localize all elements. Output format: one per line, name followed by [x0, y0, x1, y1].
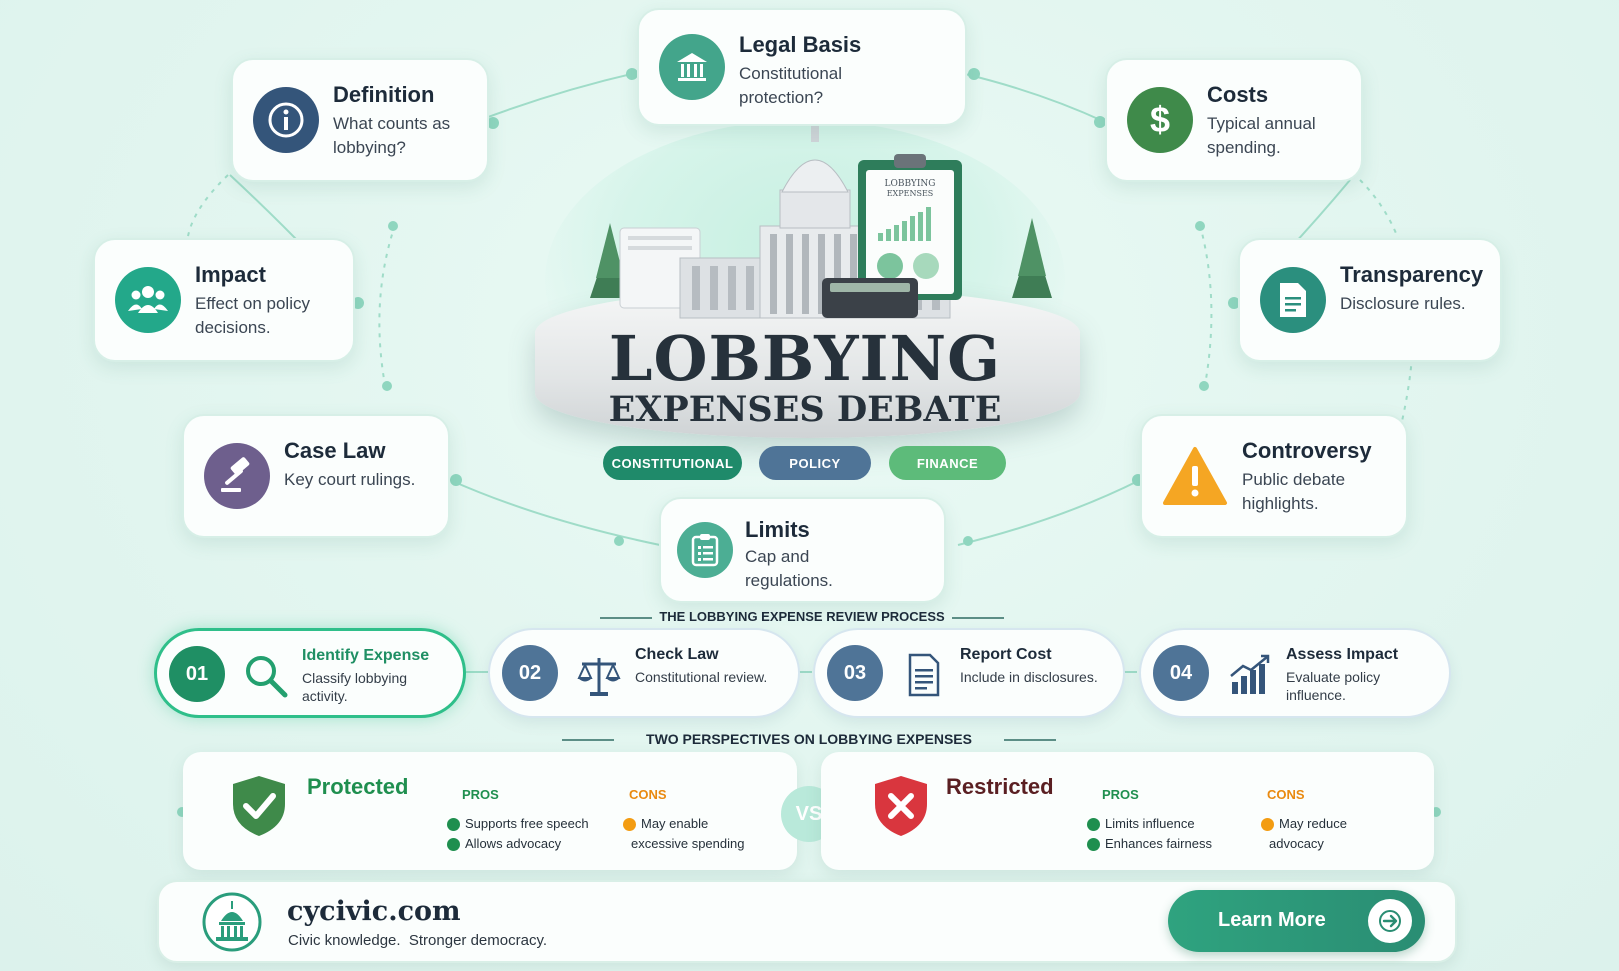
- cons-label: CONS: [1267, 787, 1305, 802]
- perspective-protected: Protected PROS CONS Supports free speech…: [183, 752, 797, 870]
- dollar-icon: $: [1127, 87, 1193, 153]
- people-icon: [115, 267, 181, 333]
- card-title: Transparency: [1340, 262, 1484, 287]
- minus-icon: [623, 818, 636, 831]
- card-title: Case Law: [284, 438, 386, 463]
- cons-label: CONS: [629, 787, 667, 802]
- gavel-icon: [204, 443, 270, 509]
- hero-title: LOBBYING: [608, 322, 1002, 395]
- process-step-1[interactable]: 01 Identify Expense Classify lobbying ac…: [154, 628, 466, 718]
- card-legal-basis[interactable]: Legal Basis Constitutional protection?: [637, 8, 967, 126]
- card-title: Limits: [745, 517, 810, 542]
- perspective-restricted: Restricted PROS CONS Limits influence En…: [821, 752, 1434, 870]
- learn-more-button[interactable]: Learn More: [1168, 890, 1425, 952]
- site-name[interactable]: cycivic.com: [287, 896, 461, 927]
- step-number: 02: [502, 645, 558, 701]
- process-step-2[interactable]: 02 Check Law Constitutional review.: [488, 628, 800, 718]
- step-number: 03: [827, 645, 883, 701]
- card-title: Costs: [1207, 82, 1269, 107]
- warning-icon: [1162, 443, 1228, 509]
- check-icon: [1087, 838, 1100, 851]
- check-icon: [447, 818, 460, 831]
- card-impact[interactable]: Impact Effect on policy decisions.: [93, 238, 355, 362]
- tagline: Civic knowledge. Stronger democracy.: [288, 932, 547, 949]
- report-icon: [908, 653, 940, 697]
- shield-check-icon: [233, 776, 285, 836]
- pro-item: Limits influence: [1105, 816, 1195, 831]
- card-definition[interactable]: Definition What counts as lobbying?: [231, 58, 489, 182]
- divider: [1004, 739, 1056, 741]
- con-item: excessive spending: [631, 836, 745, 851]
- shield-x-icon: [875, 776, 927, 836]
- check-icon: [1087, 818, 1100, 831]
- card-costs[interactable]: $ Costs Typical annual spending.: [1105, 58, 1363, 182]
- check-icon: [447, 838, 460, 851]
- clipboard-label-2: EXPENSES: [887, 189, 934, 198]
- info-icon: [253, 87, 319, 153]
- step-desc: Include in disclosures.: [960, 669, 1098, 685]
- card-case-law[interactable]: Case Law Key court rulings.: [182, 414, 450, 538]
- scales-icon: [577, 658, 621, 696]
- tag-constitutional[interactable]: CONSTITUTIONAL: [603, 446, 742, 480]
- step-title: Assess Impact: [1286, 646, 1399, 663]
- tag-finance[interactable]: FINANCE: [889, 446, 1006, 480]
- process-heading: THE LOBBYING EXPENSE REVIEW PROCESS: [659, 609, 945, 624]
- divider: [952, 617, 1004, 619]
- capitol-illustration: LOBBYING EXPENSES: [590, 108, 1052, 319]
- perspective-title: Restricted: [946, 774, 1054, 799]
- card-controversy[interactable]: Controversy Public debate highlights.: [1140, 414, 1408, 538]
- step-title: Identify Expense: [302, 647, 430, 664]
- learn-more-label: Learn More: [1218, 909, 1326, 931]
- pro-item: Allows advocacy: [465, 836, 562, 851]
- document-icon: [1260, 267, 1326, 333]
- step-desc: Classify lobbying activity.: [302, 670, 408, 704]
- card-desc: Key court rulings.: [284, 470, 416, 489]
- card-desc: Cap and regulations.: [745, 547, 833, 590]
- card-title: Definition: [333, 82, 435, 107]
- step-title: Report Cost: [960, 646, 1052, 663]
- step-desc: Constitutional review.: [635, 669, 768, 685]
- card-limits[interactable]: Limits Cap and regulations.: [659, 497, 946, 603]
- card-transparency[interactable]: Transparency Disclosure rules.: [1238, 238, 1502, 362]
- clipboard-label-1: LOBBYING: [885, 179, 936, 189]
- step-title: Check Law: [635, 646, 719, 663]
- growth-chart-icon: [1230, 654, 1270, 694]
- divider: [600, 617, 652, 619]
- con-item: May enable: [641, 816, 709, 831]
- divider: [562, 739, 614, 741]
- pro-item: Supports free speech: [465, 816, 589, 831]
- minus-icon: [1261, 818, 1274, 831]
- step-number: 01: [169, 646, 225, 702]
- checklist-icon: [677, 522, 733, 578]
- perspectives-heading: TWO PERSPECTIVES ON LOBBYING EXPENSES: [646, 731, 972, 747]
- pros-label: PROS: [1102, 787, 1139, 802]
- card-title: Controversy: [1242, 438, 1372, 463]
- step-desc: Evaluate policy influence.: [1286, 669, 1381, 703]
- hero-subtitle: EXPENSES DEBATE: [608, 389, 1002, 430]
- card-title: Legal Basis: [739, 32, 862, 57]
- card-desc: Effect on policy decisions.: [195, 294, 310, 337]
- card-desc: Public debate highlights.: [1242, 470, 1346, 513]
- capitol-logo-icon: [202, 892, 262, 952]
- card-desc: Disclosure rules.: [1340, 294, 1466, 313]
- process-step-3[interactable]: 03 Report Cost Include in disclosures.: [813, 628, 1125, 718]
- arrow-right-icon: [1368, 899, 1412, 943]
- process-step-4[interactable]: 04 Assess Impact Evaluate policy influen…: [1139, 628, 1451, 718]
- pro-item: Enhances fairness: [1105, 836, 1212, 851]
- card-desc: What counts as lobbying?: [333, 114, 451, 157]
- con-item: advocacy: [1269, 836, 1324, 851]
- step-number: 04: [1153, 645, 1209, 701]
- card-title: Impact: [195, 262, 266, 287]
- bank-icon: [659, 34, 725, 100]
- pros-label: PROS: [462, 787, 499, 802]
- card-desc: Typical annual spending.: [1207, 114, 1316, 157]
- con-item: May reduce: [1279, 816, 1347, 831]
- magnifier-icon: [246, 656, 288, 698]
- card-desc: Constitutional protection?: [739, 64, 843, 107]
- perspective-title: Protected: [307, 774, 409, 799]
- tag-policy[interactable]: POLICY: [759, 446, 871, 480]
